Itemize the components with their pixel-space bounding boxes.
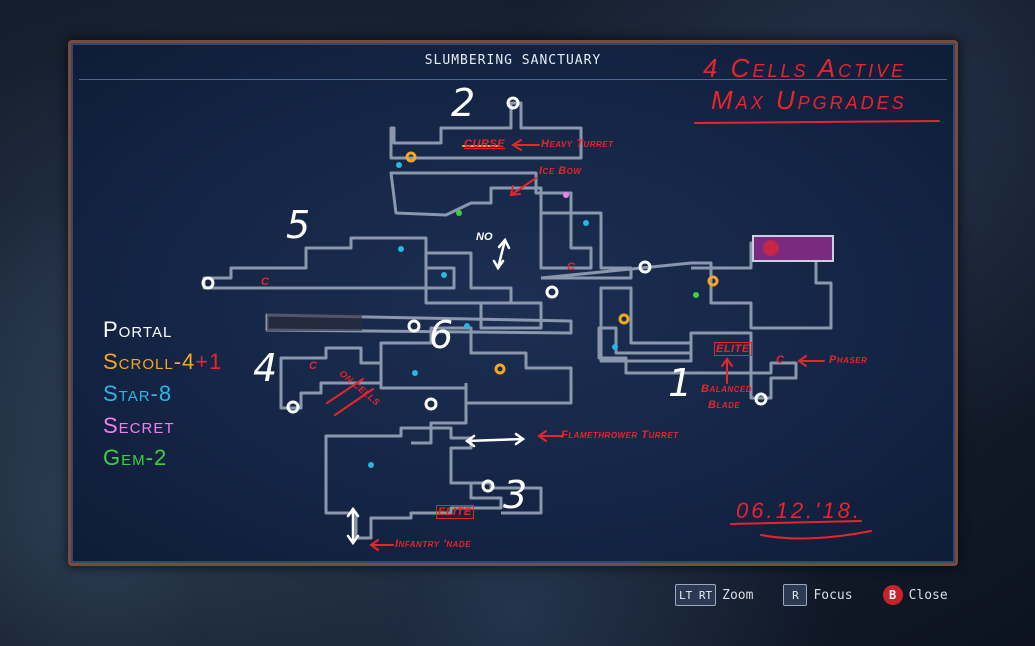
checkpoint-label: C (567, 261, 576, 273)
date-annotation: 06.12.'18. (736, 498, 862, 523)
legend-scroll: Scroll-4+1 (103, 349, 222, 375)
room-outline (324, 426, 503, 540)
room-outline (424, 251, 513, 305)
scroll-marker (707, 275, 719, 287)
room-outline (389, 101, 583, 160)
controls-bar: LT RT Zoom R Focus B Close (675, 583, 948, 607)
legend-gem: Gem-2 (103, 445, 168, 470)
area-number-2: 2 (451, 81, 476, 125)
portal-marker (545, 285, 559, 299)
checkpoint-label: C (261, 276, 270, 288)
focus-control[interactable]: R Focus (783, 584, 853, 606)
boss-marker (763, 240, 779, 256)
map-canvas[interactable] (71, 43, 955, 563)
label-flamethrower-turret: Flamethrower Turret (561, 429, 679, 441)
star-marker (441, 272, 447, 278)
label-curse: CURSE (464, 138, 506, 150)
area-number-5: 5 (286, 203, 311, 247)
arrow-ice-bow (510, 177, 537, 196)
portal-marker (506, 96, 520, 110)
legend-scroll-text: Scroll-4 (103, 349, 196, 374)
room-outline (389, 171, 573, 217)
room-outline (471, 481, 543, 515)
room-outline (411, 383, 468, 445)
star-marker (398, 246, 404, 252)
legend-portal: Portal (103, 317, 173, 342)
star-marker (583, 220, 589, 226)
star-marker (368, 462, 374, 468)
label-elite-right: ELITE (714, 342, 752, 356)
gem-marker (693, 292, 699, 298)
portal-marker (407, 319, 421, 333)
portal-marker (424, 397, 438, 411)
zoom-control[interactable]: LT RT Zoom (675, 584, 753, 606)
room-outline (479, 301, 543, 330)
red-annotations (326, 120, 940, 551)
room-outline (279, 346, 383, 410)
white-arrows (346, 237, 526, 546)
label-balanced: Balanced (701, 383, 753, 395)
label-infantry-nade: Infantry 'nade (395, 538, 472, 550)
legend-star: Star-8 (103, 381, 173, 406)
room-outline (540, 241, 833, 330)
focus-label: Focus (813, 587, 853, 603)
gem-marker (456, 210, 462, 216)
label-ice-bow: Ice Bow (539, 165, 582, 177)
star-marker (412, 370, 418, 376)
room-outline (379, 326, 573, 405)
legend-scroll-extra: +1 (195, 349, 223, 374)
checkpoint-label: C (776, 354, 785, 366)
label-elite-bottom: ELITE (436, 505, 474, 519)
area-number-3: 3 (503, 473, 528, 517)
note-cells-active: 4 Cells Active (703, 53, 907, 83)
room-outline (597, 326, 798, 400)
close-control[interactable]: B Close (882, 585, 948, 605)
legend-secret: Secret (103, 413, 175, 438)
map-panel: SLUMBERING SANCTUARY (68, 40, 958, 566)
scroll-marker (405, 151, 417, 163)
area-number-1: 1 (668, 361, 693, 405)
portal-marker (638, 260, 652, 274)
room-outline (202, 236, 456, 290)
date-underline (730, 520, 862, 525)
label-heavy-turret: Heavy Turret (541, 138, 614, 150)
portal-marker (286, 400, 300, 414)
cross-line (326, 378, 364, 404)
note-max-upgrades: Max Upgrades (711, 85, 907, 115)
portal-marker (201, 276, 215, 290)
portal-markers (201, 96, 768, 493)
map-title: SLUMBERING SANCTUARY (424, 53, 602, 68)
secret-marker (563, 192, 569, 198)
unexplored-room (267, 313, 362, 331)
title-divider (79, 79, 947, 80)
star-marker (612, 344, 618, 350)
b-button-icon: B (882, 585, 903, 605)
area-number-6: 6 (429, 313, 454, 357)
label-phaser: Phaser (829, 354, 868, 366)
lt-rt-button-icon: LT RT (675, 584, 717, 606)
checkpoint-label: C (309, 360, 318, 372)
portal-marker (481, 479, 495, 493)
scroll-markers (405, 151, 719, 375)
portal-marker (754, 392, 768, 406)
label-blade: Blade (708, 399, 741, 411)
area-number-4: 4 (253, 346, 278, 390)
star-marker (464, 323, 470, 329)
zoom-label: Zoom (722, 587, 754, 603)
room-outline (541, 211, 633, 280)
star-marker (396, 162, 402, 168)
right-stick-icon: R (783, 584, 808, 606)
scroll-marker (494, 363, 506, 375)
scroll-marker (618, 313, 630, 325)
room-outline (539, 191, 593, 270)
close-label: Close (908, 587, 948, 603)
header-underline (694, 120, 940, 124)
star-markers (368, 162, 618, 468)
label-no: NO (476, 231, 493, 243)
